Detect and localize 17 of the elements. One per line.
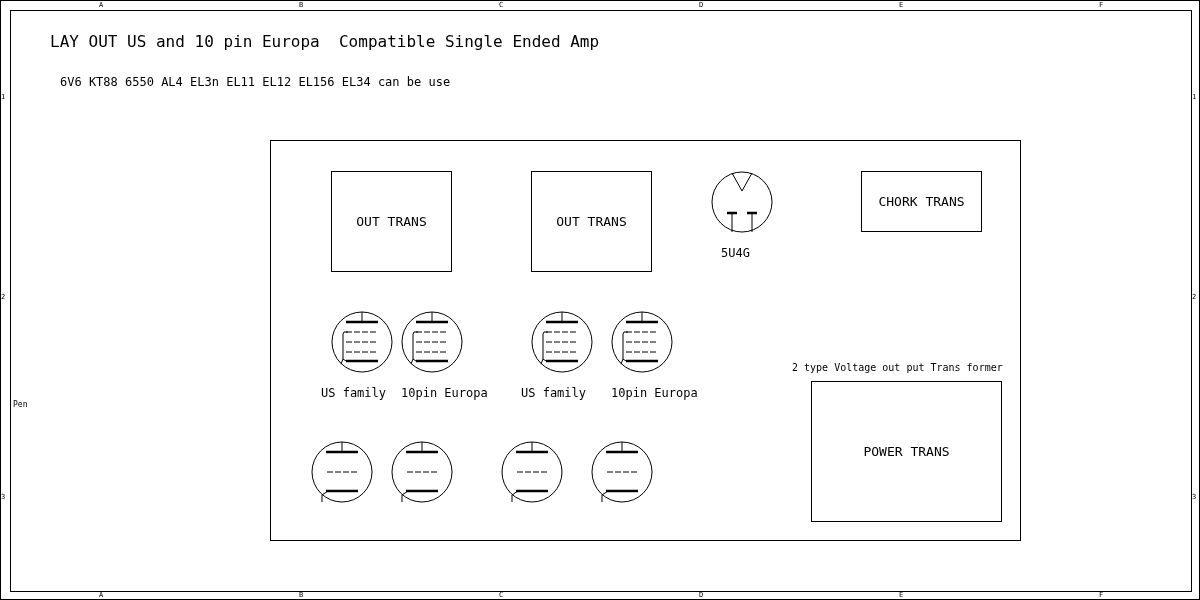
transformer-label: OUT TRANS [556,214,627,229]
tube-label: 10pin Europa [401,386,488,400]
tube-label: US family [321,386,387,400]
diagram-title: LAY OUT US and 10 pin Europa Compatible Single Ended Amp [50,32,600,51]
note-text: 6V6 KT88 6550 AL4 EL3n EL11 EL12 EL156 EL34 can be use [60,75,451,89]
tube-label: 10pin Europa [611,386,698,400]
chassis-outline [270,140,1021,541]
transformer-label: CHORK TRANS [878,194,965,209]
transformer-box [531,171,652,272]
transformer-box [861,171,982,232]
tube-label: US family [521,386,587,400]
transformer-label: OUT TRANS [356,214,427,229]
transformer-box [331,171,452,272]
transformer-label: POWER TRANS [863,444,950,459]
note-text: 2 type Voltage out put Trans former [792,362,1003,373]
tube-label: 5U4G [721,246,750,260]
pen-label: Pen [13,400,28,409]
